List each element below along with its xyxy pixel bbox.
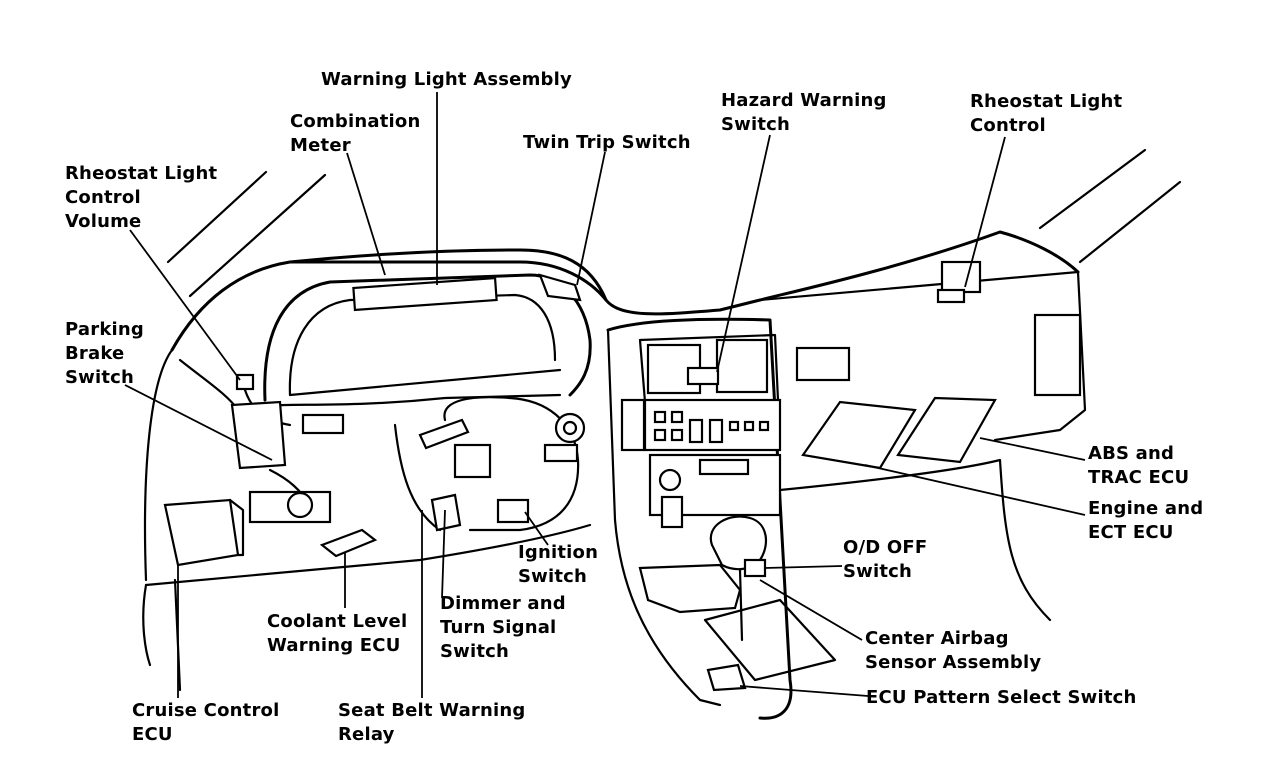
rheostat-light-control-base: [936, 288, 966, 304]
dimmer-switch-part: [418, 418, 470, 450]
dashboard-left-inner: [178, 358, 240, 412]
climate-display: [698, 458, 750, 476]
right-lower-outline: [778, 458, 1052, 622]
cluster-inner: [288, 293, 557, 397]
hazard-switch-part: [686, 366, 720, 386]
label-twin-trip-switch: Twin Trip Switch: [523, 132, 691, 153]
gear-selector-stem: [738, 568, 744, 642]
windshield-pillar-left: [166, 170, 268, 264]
label-abs-trac-ecu: ABS and TRAC ECU: [1088, 443, 1190, 488]
label-ignition-switch: Ignition Switch: [518, 542, 599, 587]
windshield-pillar-right-2: [1078, 180, 1182, 264]
ignition-switch-core: [562, 420, 578, 436]
dimmer-switch-body: [453, 443, 492, 479]
lower-left-knob: [286, 491, 314, 519]
label-combination-meter: Combination Meter: [290, 111, 421, 156]
right-small-switch: [795, 346, 851, 382]
label-rheostat-light-control-volume: Rheostat Light Control Volume: [65, 163, 218, 232]
label-engine-ect-ecu: Engine and ECT ECU: [1088, 498, 1204, 543]
label-dimmer-turn-signal-switch: Dimmer and Turn Signal Switch: [440, 593, 566, 662]
center-airbag-rails: [703, 598, 837, 682]
ignition-switch-plug: [543, 443, 579, 463]
ecu-pattern-switch-part: [706, 663, 747, 692]
meter-bracket-part: [301, 413, 345, 435]
windshield-pillar-left-2: [188, 173, 327, 298]
od-off-switch-part: [743, 558, 767, 578]
radio-side-box: [620, 398, 646, 452]
climate-slot: [660, 495, 684, 529]
parking-brake-switch-part: [230, 400, 287, 470]
label-hazard-warning-switch: Hazard Warning Switch: [721, 90, 887, 135]
label-rheostat-light-control: Rheostat Light Control: [970, 91, 1123, 136]
leader-lines: [124, 92, 1086, 698]
label-od-off-switch: O/D OFF Switch: [843, 537, 928, 582]
label-warning-light-assembly: Warning Light Assembly: [321, 69, 572, 90]
left-door-edge: [142, 583, 152, 667]
engine-ect-ecu-part: [801, 400, 917, 470]
twin-trip-switch-part: [538, 273, 582, 302]
radio-buttons: [653, 410, 770, 444]
label-cruise-control-ecu: Cruise Control ECU: [132, 700, 280, 745]
gear-selector-knob: [709, 515, 768, 571]
abs-trac-ecu-part: [896, 396, 997, 464]
label-ecu-pattern-select-switch: ECU Pattern Select Switch: [866, 687, 1137, 708]
console-tray: [638, 563, 742, 614]
rheostat-light-control-part: [940, 260, 982, 294]
steering-column-shroud: [393, 423, 442, 532]
cluster-face: [288, 368, 562, 397]
dashboard-top-outline: [170, 230, 1080, 352]
center-console-outline: [606, 317, 793, 720]
windshield-pillar-right: [1038, 148, 1147, 230]
label-coolant-level-warning-ecu: Coolant Level Warning ECU: [267, 611, 408, 656]
rheostat-volume-part: [235, 373, 255, 391]
cruise-control-ecu-part: [163, 498, 240, 567]
cruise-ecu-side: [228, 498, 245, 557]
center-vent-right: [715, 338, 769, 394]
climate-knob: [658, 468, 682, 492]
right-vent: [1033, 313, 1082, 397]
dashboard-left-face: [143, 348, 174, 582]
warning-light-assembly-part: [352, 276, 498, 312]
label-center-airbag-sensor-assembly: Center Airbag Sensor Assembly: [865, 628, 1042, 673]
seat-belt-relay-part: [496, 498, 530, 524]
dashboard-lower-left: [144, 523, 592, 587]
dimmer-switch-lower: [430, 493, 462, 532]
label-parking-brake-switch: Parking Brake Switch: [65, 319, 144, 388]
dashboard-upper-edge: [288, 248, 608, 302]
center-console-left: [606, 328, 722, 707]
label-seat-belt-warning-relay: Seat Belt Warning Relay: [338, 700, 526, 745]
coolant-level-ecu-part: [319, 528, 378, 558]
